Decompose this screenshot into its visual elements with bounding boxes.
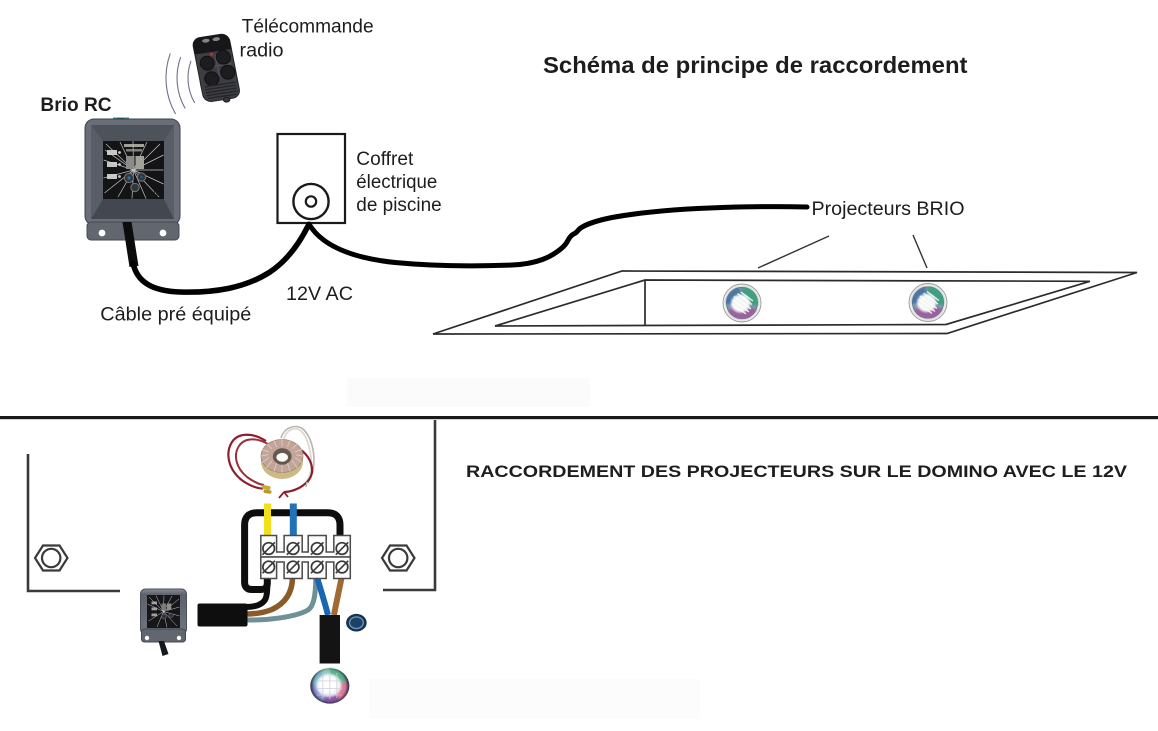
svg-text:Projecteurs BRIO: Projecteurs BRIO xyxy=(812,199,965,220)
svg-text:Coffret: Coffret xyxy=(356,149,414,170)
svg-text:ƒe: ƒe xyxy=(152,191,160,198)
svg-text:radio: radio xyxy=(240,41,284,62)
svg-text:RACCORDEMENT DES PROJECTEURS S: RACCORDEMENT DES PROJECTEURS SUR LE DOMI… xyxy=(466,462,1128,481)
svg-text:de piscine: de piscine xyxy=(356,195,441,216)
svg-text:Câble pré équipé: Câble pré équipé xyxy=(100,305,251,326)
svg-text:Télécommande: Télécommande xyxy=(242,17,374,38)
svg-text:électrique: électrique xyxy=(356,172,437,193)
svg-text:12V AC: 12V AC xyxy=(286,284,353,305)
svg-text:Brio RC: Brio RC xyxy=(40,95,111,116)
svg-text:Schéma de principe de raccorde: Schéma de principe de raccordement xyxy=(543,52,968,78)
